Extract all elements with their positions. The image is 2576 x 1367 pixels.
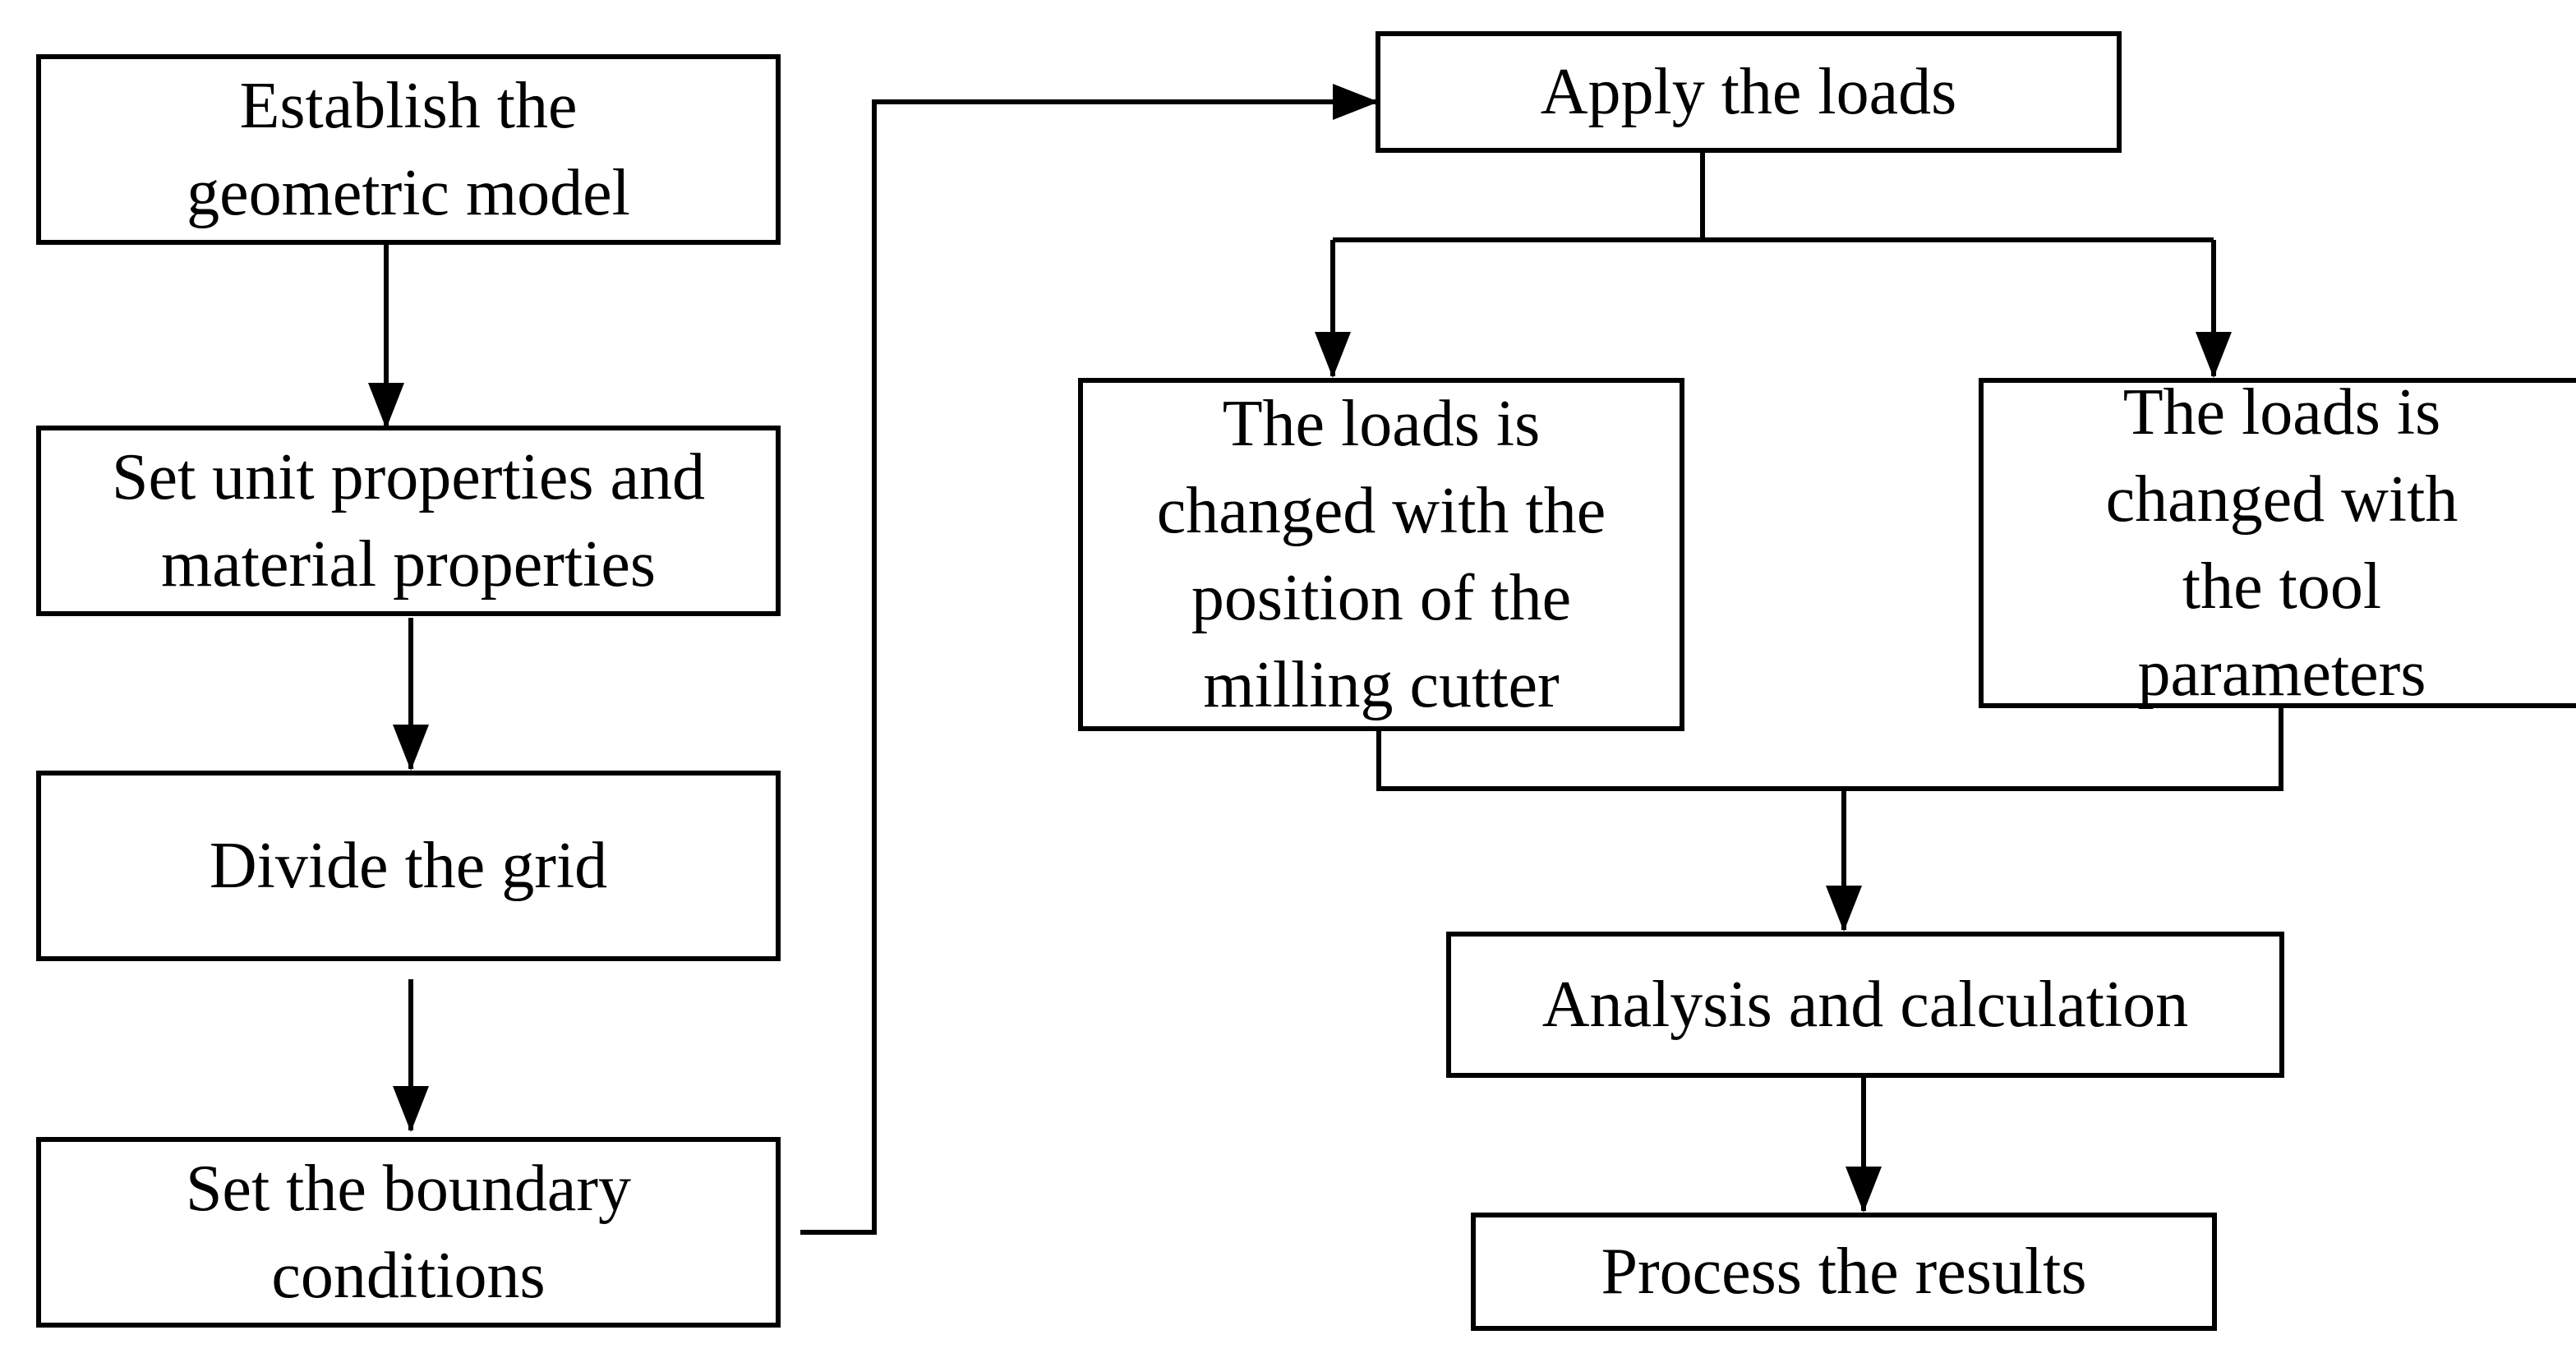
step-label: The loads is changed with the tool param…	[2105, 376, 2458, 710]
step-analysis-calculation: Analysis and calculation	[1446, 932, 2284, 1078]
step-process-results: Process the results	[1471, 1213, 2217, 1331]
step-label: Set unit properties and material propert…	[111, 441, 706, 601]
step-set-properties: Set unit properties and material propert…	[36, 426, 781, 616]
step-establish-geometric-model: Establish the geometric model	[36, 54, 781, 245]
step-label: Apply the loads	[1540, 56, 1957, 128]
step-loads-position: The loads is changed with the position o…	[1078, 378, 1684, 731]
step-label: Analysis and calculation	[1541, 969, 2189, 1041]
merge-line	[1376, 707, 2283, 791]
step-label: Set the boundary conditions	[185, 1153, 632, 1312]
arrow-boundary-to-apply-loads	[800, 84, 1379, 1235]
step-label: The loads is changed with the position o…	[1156, 388, 1606, 721]
step-label: Establish the geometric model	[187, 70, 630, 229]
step-apply-loads: Apply the loads	[1376, 31, 2122, 153]
step-divide-grid: Divide the grid	[36, 771, 781, 961]
step-label: Divide the grid	[209, 830, 608, 902]
step-set-boundary-conditions: Set the boundary conditions	[36, 1137, 781, 1328]
step-label: Process the results	[1601, 1236, 2087, 1308]
step-loads-tool-parameters: The loads is changed with the tool param…	[1979, 376, 2576, 710]
